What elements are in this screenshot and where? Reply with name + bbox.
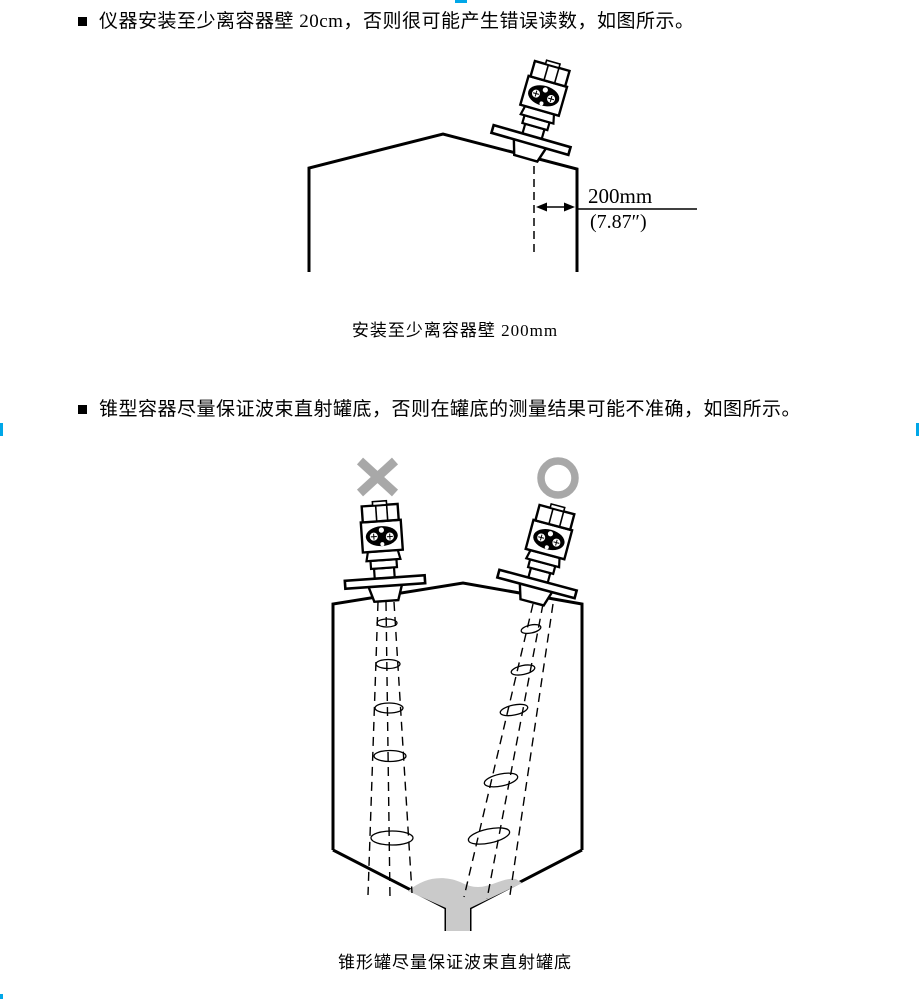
bullet-item-2: 锥型容器尽量保证波束直射罐底，否则在罐底的测量结果可能不准确，如图所示。 (78, 398, 801, 422)
bullet-square-icon (78, 17, 87, 26)
figure-1-diagram (307, 49, 697, 272)
bullet-2-text: 锥型容器尽量保证波束直射罐底，否则在罐底的测量结果可能不准确，如图所示。 (99, 399, 802, 420)
circle-icon (537, 457, 579, 499)
bullet-square-icon (78, 405, 87, 414)
figure-2-diagram (331, 457, 598, 931)
beam-left (367, 601, 413, 899)
level-transmitter-wrong-icon (338, 497, 428, 606)
bullet-item-1: 仪器安装至少离容器壁 20cm，否则很可能产生错误读数，如图所示。 (78, 10, 694, 34)
beam-right (463, 603, 554, 900)
figure-2-caption: 锥形罐尽量保证波束直射罐底 (338, 953, 572, 972)
registration-mark-bottom-left (0, 994, 3, 999)
bullet-1-text: 仪器安装至少离容器壁 20cm，否则很可能产生错误读数，如图所示。 (99, 11, 695, 32)
beam-left-rings (370, 618, 414, 846)
level-transmitter-icon (486, 49, 594, 171)
registration-mark-right (916, 423, 919, 436)
cross-icon (356, 457, 399, 497)
dimension-arrow (536, 202, 697, 212)
level-transmitter-correct-icon (492, 494, 598, 615)
tank2-outline (331, 581, 584, 850)
dimension-value-mm: 200mm (588, 184, 653, 208)
figure-1-caption: 安装至少离容器壁 200mm (351, 321, 559, 340)
registration-mark-left (0, 423, 3, 436)
beam-right-rings (467, 623, 542, 845)
registration-mark-top (455, 0, 467, 3)
dimension-value-inch: (7.87″) (590, 211, 647, 233)
material-heap (408, 878, 522, 931)
tank1-outline (307, 132, 579, 272)
